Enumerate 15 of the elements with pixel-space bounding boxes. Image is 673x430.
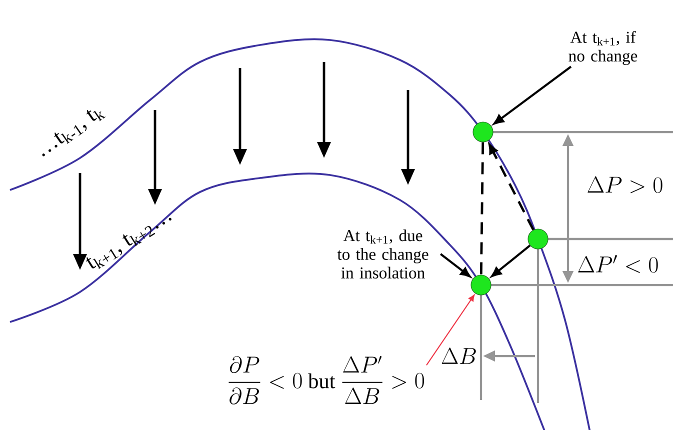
formula: $\frac{\partial P}{\partial B}<0\text{ but }\frac{\Delta P'}{\Delta B}>0$	[228, 356, 424, 404]
annotation-text: At t$_{k+1}$, due to the change in insolation	[337, 229, 428, 279]
dimension-label: $\Delta P'<0$	[578, 255, 658, 273]
point-marker	[472, 122, 494, 142]
point-marker	[470, 274, 492, 296]
leader-line	[426, 294, 475, 366]
point-marker	[528, 228, 548, 250]
curve-label: …t$_{k-1}$, t$_{k}$	[42, 110, 106, 156]
leader-line	[440, 253, 471, 278]
arrow	[491, 244, 531, 278]
curve-label: t$_{k+1}$, t$_{k+2}$…	[86, 218, 172, 270]
annotation-text: At t$_{k+1}$, if no change	[568, 31, 638, 65]
dimension-label: $\Delta B$	[442, 348, 476, 364]
dimension-label: $\Delta P >0$	[588, 176, 662, 194]
leader-line	[494, 66, 572, 124]
